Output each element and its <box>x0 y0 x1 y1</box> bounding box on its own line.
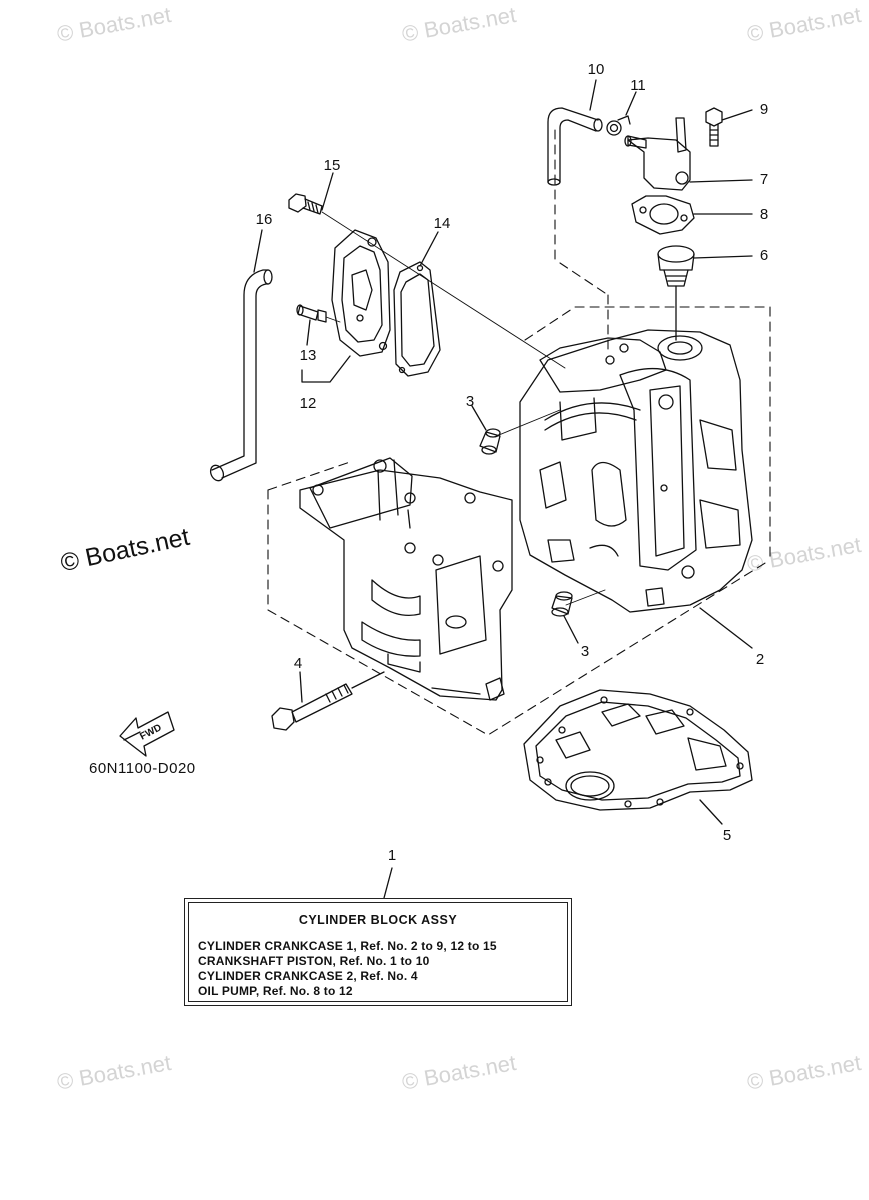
callout-1: 1 <box>387 847 397 864</box>
callout-3-upper: 3 <box>465 393 475 410</box>
bolt-part-4 <box>271 671 385 731</box>
callout-11: 11 <box>630 77 646 94</box>
water-hose-part-10 <box>547 79 603 186</box>
clip-part-11 <box>606 91 637 136</box>
callout-10: 10 <box>587 61 605 78</box>
leader-1 <box>383 867 393 899</box>
legend-line-2: CRANKSHAFT PISTON, Ref. No. 1 to 10 <box>198 954 430 968</box>
callout-5: 5 <box>722 827 732 844</box>
callout-3-lower: 3 <box>580 643 590 660</box>
thermostat-cover-part-7 <box>624 117 753 191</box>
callout-14: 14 <box>433 215 451 232</box>
leader-12-13 <box>301 355 351 383</box>
legend-line-1: CYLINDER CRANKCASE 1, Ref. No. 2 to 9, 1… <box>198 939 497 953</box>
gasket-part-14 <box>393 231 441 377</box>
legend-inner-border: CYLINDER BLOCK ASSY CYLINDER CRANKCASE 1… <box>188 902 568 1002</box>
bolt-part-9 <box>705 107 753 147</box>
callout-4: 4 <box>293 655 303 672</box>
exhaust-cover-part-12 <box>331 229 391 357</box>
breather-hose-part-16 <box>209 229 273 482</box>
legend-line-3: CYLINDER CRANKCASE 2, Ref. No. 4 <box>198 969 418 983</box>
callout-9: 9 <box>759 101 769 118</box>
dowel-pin-part-3-upper <box>471 405 501 455</box>
callout-16: 16 <box>255 211 273 228</box>
crankcase-2 <box>299 457 513 701</box>
callout-6: 6 <box>759 247 769 264</box>
fwd-arrow-icon <box>119 711 175 757</box>
dowel-pin-part-3-lower <box>551 591 579 644</box>
gasket-part-8 <box>631 195 753 235</box>
bolt-part-15 <box>288 172 334 215</box>
gasket-part-5 <box>523 689 753 825</box>
diagram-part-code: 60N1100-D020 <box>89 760 196 777</box>
thermostat-part-6 <box>657 245 753 341</box>
cylinder-block-part-2 <box>519 329 753 649</box>
legend-box: CYLINDER BLOCK ASSY CYLINDER CRANKCASE 1… <box>184 898 572 1006</box>
assembly-outline <box>267 129 771 736</box>
callout-2: 2 <box>755 651 765 668</box>
legend-line-4: OIL PUMP, Ref. No. 8 to 12 <box>198 984 353 998</box>
callout-13: 13 <box>299 347 317 364</box>
bolt-part-13 <box>296 304 327 346</box>
callout-8: 8 <box>759 206 769 223</box>
callout-15: 15 <box>323 157 341 174</box>
callout-12: 12 <box>299 395 317 412</box>
legend-title: CYLINDER BLOCK ASSY <box>298 913 458 927</box>
callout-7: 7 <box>759 171 769 188</box>
